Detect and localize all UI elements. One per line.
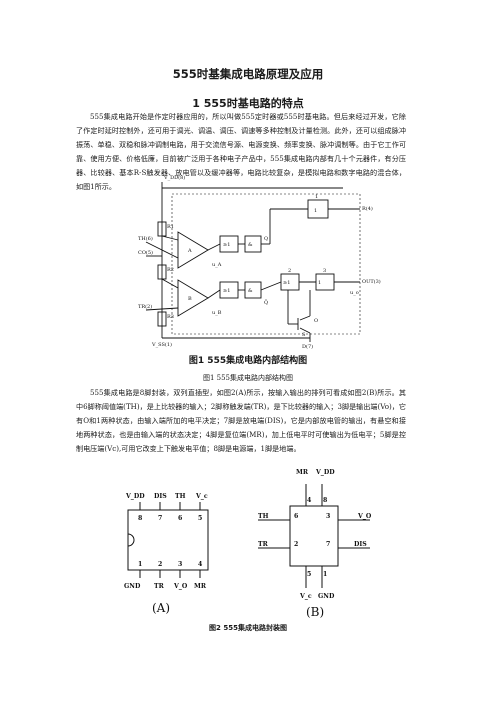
gate3-symbol: 1 <box>318 280 321 286</box>
q-label: Q <box>264 236 268 242</box>
sym-vc-label: V_c <box>299 593 312 600</box>
tr-pin-label: TR(2) <box>138 303 152 310</box>
pin3-number: 3 <box>178 561 182 568</box>
figure2a-dip-package: V_DD DIS TH V_c 8 7 6 5 1 2 3 4 GND TR V… <box>124 493 209 615</box>
pin-dis-label: DIS <box>154 493 167 500</box>
gate-and-lower: & <box>248 288 253 294</box>
s-label: S <box>302 332 306 338</box>
vss-label: V_SS(1) <box>151 341 172 348</box>
figure1-caption: 图1 555集成电路内部结构图 <box>202 374 294 382</box>
reset-pin-label: R(4) <box>362 205 373 212</box>
paragraph-pinout: 555集成电路是8脚封装，双列直插型，如图2(A)所示，按输入输出的排列可看成如… <box>76 388 406 454</box>
r1-label: R1 <box>167 224 174 230</box>
out-pin-label: OUT(3) <box>362 278 381 285</box>
document-title: 555时基集成电路原理及应用 <box>172 67 324 81</box>
gate3-number: 3 <box>323 268 326 274</box>
section-heading: 1 555时基电路的特点 <box>192 97 304 110</box>
pin-th-label: TH <box>175 493 186 500</box>
r3-label: R3 <box>167 314 174 320</box>
pin4-number: 4 <box>198 561 203 568</box>
comparator-a-label: A <box>187 248 192 254</box>
sym-dis-label: DIS <box>354 541 367 548</box>
gate1-symbol: 1 <box>314 208 317 214</box>
qbar-label: Q̄ <box>264 299 268 306</box>
ua-label: u_A <box>212 262 222 268</box>
gate-or-lower: ≥1 <box>223 288 230 294</box>
figure2a-caption: (A) <box>152 601 170 615</box>
paragraph-intro: 555集成电路开始是作定时器应用的，所以叫做555定时器或555时基电路。但后来… <box>76 112 406 192</box>
pin-vo-label: V_O <box>173 583 188 590</box>
sym-pin4-number: 4 <box>307 497 312 504</box>
figure1-circuit: V_DD(8) TH(6) CO(5) TR(2) V_SS(1) R1 R2 … <box>138 174 381 350</box>
sym-gnd-label: GND <box>318 593 335 600</box>
gate-or-upper: ≥1 <box>223 242 230 248</box>
pin7-number: 7 <box>158 515 162 522</box>
pin-tr-label: TR <box>154 583 165 590</box>
sym-pin8-number: 8 <box>323 497 327 504</box>
sym-pin2-number: 2 <box>294 541 298 548</box>
figure2b-caption: (B) <box>306 605 324 619</box>
sym-pin5-number: 5 <box>307 571 311 578</box>
th-pin-label: TH(6) <box>138 235 153 242</box>
gate2-number: 2 <box>288 268 291 274</box>
pin-gnd-label: GND <box>124 583 141 590</box>
o-node-label: O <box>314 318 318 324</box>
sym-pin6-number: 6 <box>294 513 298 520</box>
sym-pin1-number: 1 <box>323 571 327 578</box>
pin6-number: 6 <box>178 515 182 522</box>
gate-and-upper: & <box>248 242 253 248</box>
comparator-b-label: B <box>188 296 192 302</box>
figure2b-symbol: MR V_DD 4 8 TH TR 6 3 2 7 V_O DIS 5 1 V_… <box>258 469 372 619</box>
vdd-label: V_DD(8) <box>163 174 185 181</box>
figure1-label: 图1 555集成电路内部结构图 <box>188 356 308 366</box>
pin8-number: 8 <box>138 515 142 522</box>
sym-pin7-number: 7 <box>326 541 330 548</box>
sym-tr-label: TR <box>258 541 269 548</box>
r2-label: R2 <box>167 267 174 273</box>
uo-label: u_o <box>350 290 359 296</box>
figure2-caption: 图2 555集成电路封装图 <box>209 624 287 632</box>
sym-pin3-number: 3 <box>326 513 330 520</box>
sym-mr-label: MR <box>296 469 309 476</box>
pin2-number: 2 <box>158 561 162 568</box>
pin5-number: 5 <box>198 515 202 522</box>
sym-th-label: TH <box>258 513 269 520</box>
d-pin-label: D(7) <box>302 343 313 350</box>
pin-vc-label: V_c <box>195 493 208 500</box>
sym-vo-label: V_O <box>357 513 372 520</box>
pin-mr-label: MR <box>194 583 207 590</box>
co-pin-label: CO(5) <box>138 249 153 256</box>
sym-vdd-label: V_DD <box>315 469 335 476</box>
gate1-number: 1 <box>315 194 318 200</box>
pin1-number: 1 <box>138 561 142 568</box>
ub-label: u_B <box>212 310 222 316</box>
pin-vdd-label: V_DD <box>125 493 145 500</box>
gate2-symbol: ≥1 <box>283 280 290 286</box>
